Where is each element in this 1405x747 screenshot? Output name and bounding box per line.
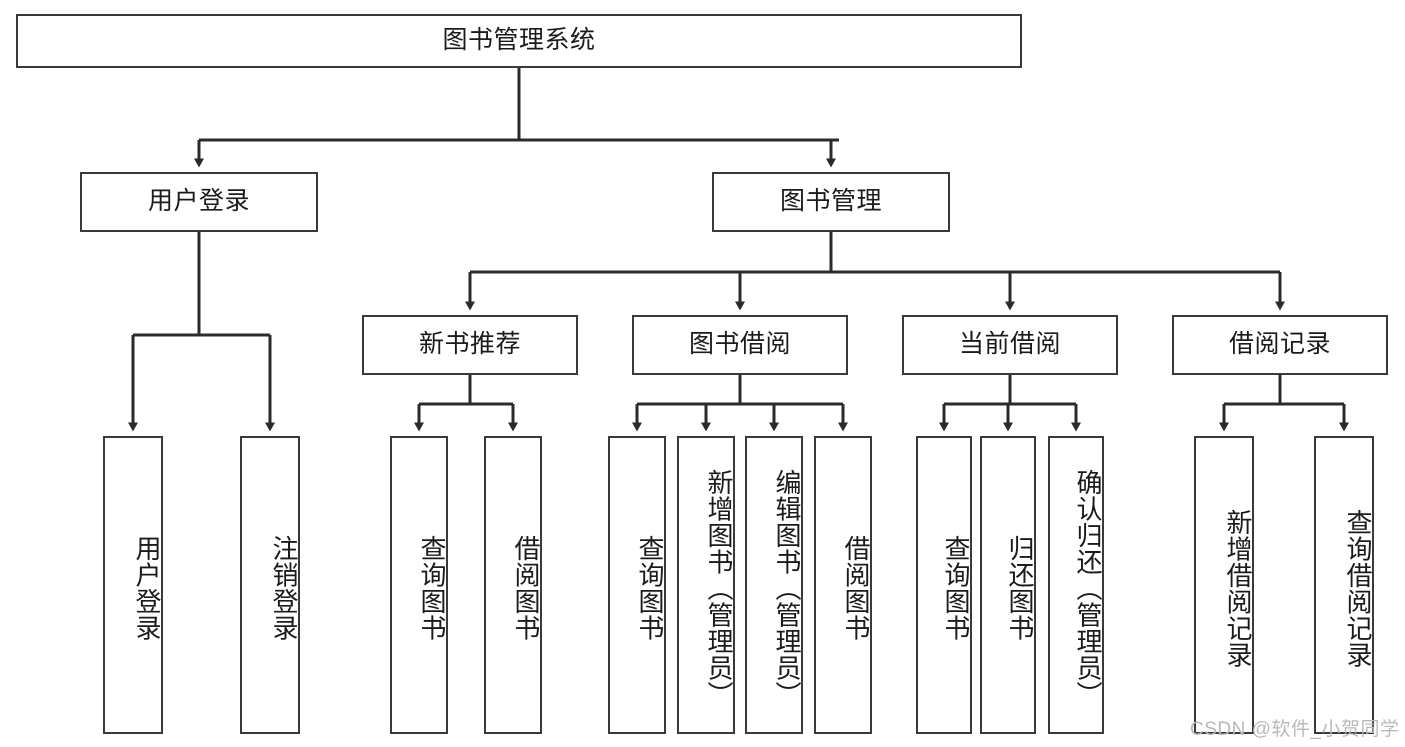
node-book-borrow[interactable]: 图书借阅: [632, 315, 848, 375]
leaf-label: 借阅图书: [841, 535, 871, 641]
leaf-query-book-current[interactable]: 查询图书: [916, 436, 972, 734]
node-new-book-recommend[interactable]: 新书推荐: [362, 315, 578, 375]
node-borrow-record[interactable]: 借阅记录: [1172, 315, 1388, 375]
leaf-edit-book-admin[interactable]: 编辑图书（管理员）: [745, 436, 803, 734]
leaf-user-login[interactable]: 用户登录: [103, 436, 163, 734]
leaf-logout[interactable]: 注销登录: [240, 436, 300, 734]
leaf-label: 用户登录: [132, 535, 162, 641]
node-user-login[interactable]: 用户登录: [80, 172, 318, 232]
node-book-management[interactable]: 图书管理: [712, 172, 950, 232]
leaf-query-borrow-record[interactable]: 查询借阅记录: [1314, 436, 1374, 734]
leaf-query-book-recommend[interactable]: 查询图书: [390, 436, 448, 734]
leaf-confirm-return-admin[interactable]: 确认归还（管理员）: [1048, 436, 1104, 734]
leaf-label: 查询图书: [417, 535, 447, 641]
leaf-borrow-book-recommend[interactable]: 借阅图书: [484, 436, 542, 734]
leaf-label: 查询借阅记录: [1343, 508, 1373, 668]
node-root[interactable]: 图书管理系统: [16, 14, 1022, 68]
leaf-add-book-admin[interactable]: 新增图书（管理员）: [677, 436, 735, 734]
leaf-label: 新增借阅记录: [1223, 508, 1253, 668]
watermark-csdn: CSDN @软件_小贺同学: [1190, 719, 1400, 740]
leaf-return-book[interactable]: 归还图书: [980, 436, 1036, 734]
leaf-label: 查询图书: [635, 535, 665, 641]
leaf-label: 注销登录: [269, 535, 299, 641]
leaf-borrow-book[interactable]: 借阅图书: [814, 436, 872, 734]
leaf-label: 查询图书: [941, 535, 971, 641]
leaf-label: 归还图书: [1005, 535, 1035, 641]
leaf-add-borrow-record[interactable]: 新增借阅记录: [1194, 436, 1254, 734]
leaf-label: 借阅图书: [511, 535, 541, 641]
leaf-query-book-borrow[interactable]: 查询图书: [608, 436, 666, 734]
leaf-label: 确认归还（管理员）: [1073, 468, 1103, 708]
leaf-label: 新增图书（管理员）: [704, 468, 734, 708]
node-current-borrow[interactable]: 当前借阅: [902, 315, 1118, 375]
leaf-label: 编辑图书（管理员）: [772, 468, 802, 708]
